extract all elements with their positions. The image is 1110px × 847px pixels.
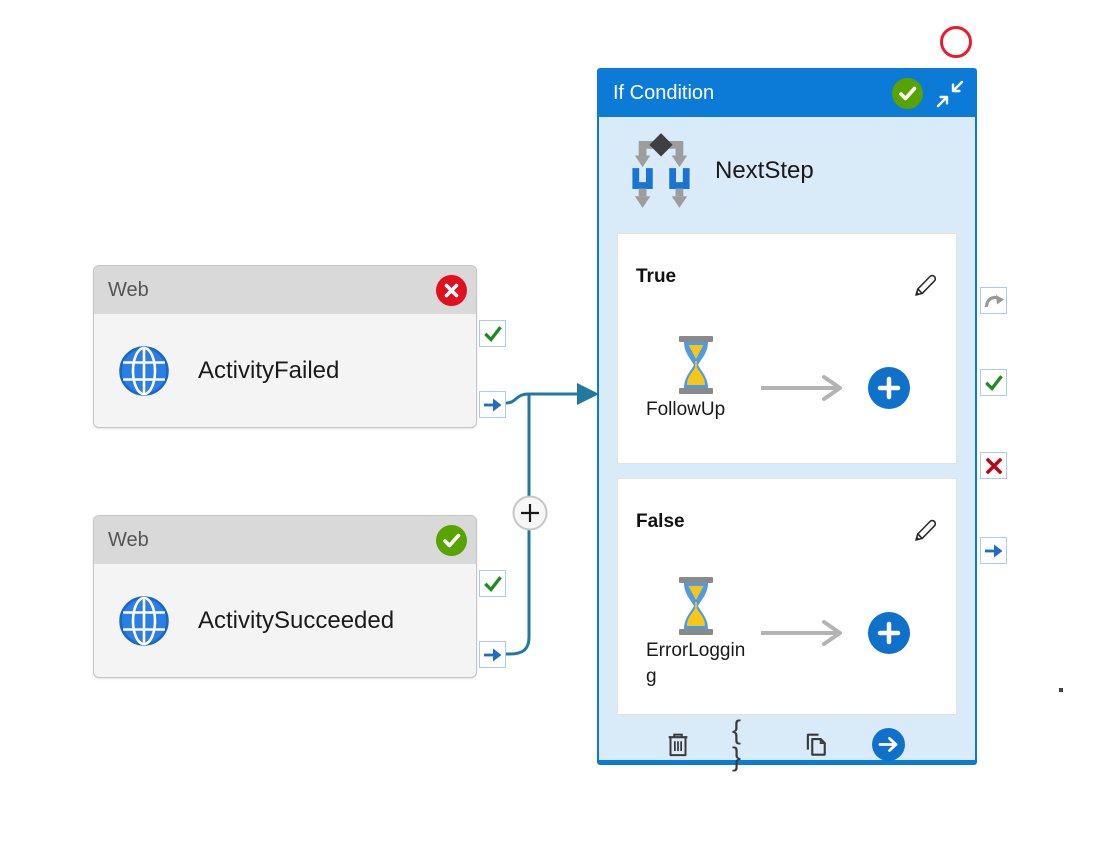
completion-output-port[interactable] <box>479 641 506 668</box>
flow-arrow-icon <box>761 620 842 646</box>
delete-icon[interactable] <box>663 729 693 759</box>
success-badge-icon <box>892 78 923 109</box>
plus-icon <box>877 376 901 400</box>
activity-node-web-failed[interactable]: Web ActivityFailed <box>93 265 477 428</box>
activity-node-web-succeeded[interactable]: Web ActivitySucceeded <box>93 515 477 678</box>
arrow-right-icon <box>483 648 501 661</box>
true-branch-label: True <box>636 266 677 287</box>
success-badge-icon <box>436 524 467 556</box>
case-activity-name: FollowUp <box>646 399 726 420</box>
wait-hourglass-icon <box>679 336 713 394</box>
false-branch-card[interactable]: False ErrorLogging <box>617 478 957 715</box>
succeeded-output-port[interactable] <box>980 369 1007 396</box>
arrow-right-icon <box>483 398 501 411</box>
activity-body: ActivitySucceeded <box>94 564 476 678</box>
web-globe-icon <box>119 346 169 396</box>
activity-name: ActivityFailed <box>198 357 340 384</box>
edit-pencil-icon[interactable] <box>910 515 940 545</box>
activity-type-label: Web <box>108 278 149 301</box>
activity-name: ActivitySucceeded <box>198 607 395 634</box>
case-activity-name: ErrorLogging <box>646 640 746 687</box>
false-branch-label: False <box>636 511 685 532</box>
if-condition-icon <box>632 133 690 208</box>
completion-output-port[interactable] <box>479 391 506 418</box>
add-activity-button[interactable] <box>868 612 910 654</box>
activity-type-label: Web <box>108 528 149 551</box>
if-condition-title: If Condition <box>613 82 715 104</box>
web-globe-icon <box>119 596 169 646</box>
success-output-port[interactable] <box>479 320 506 347</box>
if-condition-name: NextStep <box>715 157 814 184</box>
code-braces-icon[interactable]: { } <box>732 715 744 772</box>
if-condition-node[interactable]: If Condition <box>597 68 977 772</box>
flow-arrow-icon <box>761 375 842 401</box>
edit-pencil-icon[interactable] <box>910 270 940 300</box>
if-condition-toolbar: { } <box>599 715 975 772</box>
failed-output-port[interactable] <box>980 452 1007 479</box>
if-condition-header: If Condition <box>599 70 975 117</box>
activity-header: Web <box>94 266 476 314</box>
error-badge-icon <box>436 274 467 306</box>
collapse-icon[interactable] <box>935 79 965 109</box>
check-icon <box>483 325 502 342</box>
copy-icon[interactable] <box>801 729 831 759</box>
case-activity-errorlogging[interactable]: ErrorLogging <box>646 577 746 689</box>
wait-hourglass-icon <box>679 577 713 635</box>
stray-dot <box>1059 688 1063 692</box>
annotation-circle <box>940 26 972 58</box>
completed-output-port[interactable] <box>980 537 1007 564</box>
edge-arrowhead <box>577 383 599 405</box>
skipped-output-port[interactable] <box>980 287 1007 314</box>
skipped-curved-arrow-icon <box>984 294 1004 307</box>
true-branch-card[interactable]: True FollowUp <box>617 233 957 464</box>
activity-body: ActivityFailed <box>94 314 476 428</box>
activity-header: Web <box>94 516 476 564</box>
plus-icon <box>877 621 901 645</box>
check-icon <box>483 575 502 592</box>
if-condition-activity-row: NextStep <box>629 132 965 210</box>
arrow-right-icon <box>984 544 1002 557</box>
navigate-icon[interactable] <box>872 727 905 761</box>
add-activity-button[interactable] <box>868 367 910 409</box>
check-icon <box>984 374 1003 391</box>
edge-add-junction-button[interactable] <box>512 495 548 531</box>
case-activity-followup[interactable]: FollowUp <box>646 336 746 423</box>
success-output-port[interactable] <box>479 570 506 597</box>
x-icon <box>985 457 1002 474</box>
